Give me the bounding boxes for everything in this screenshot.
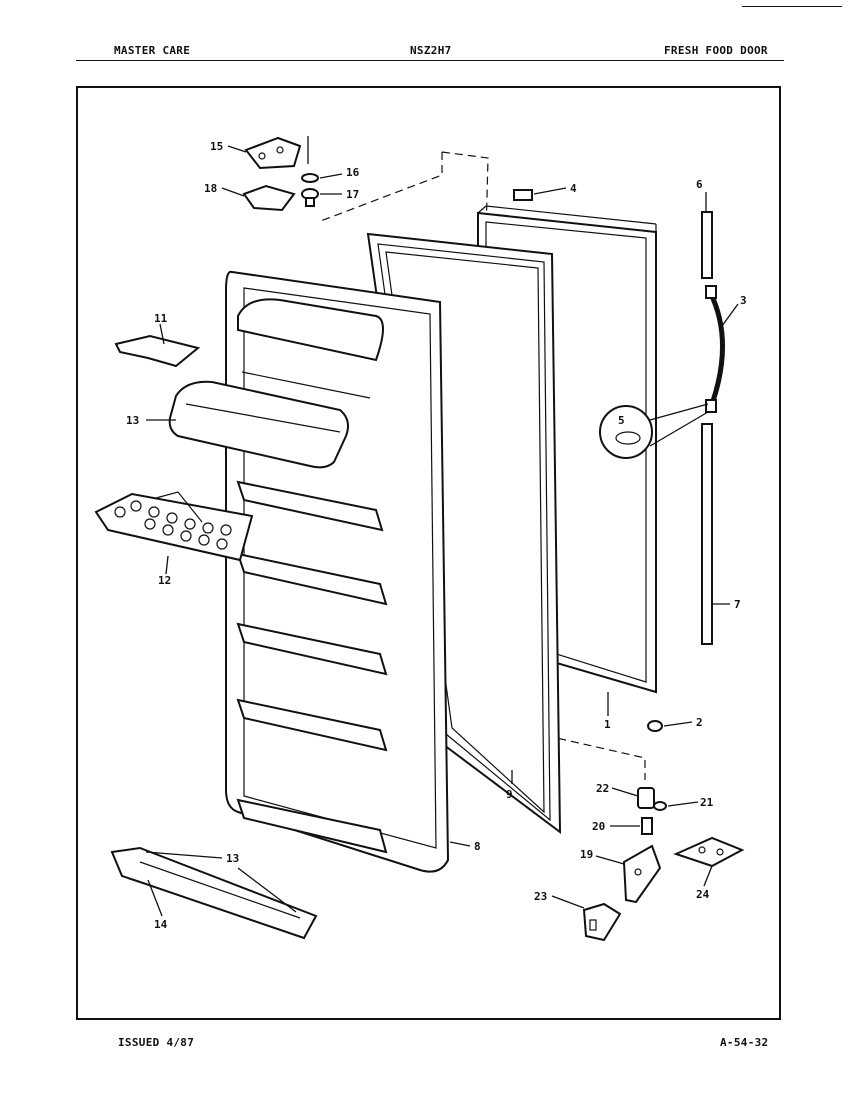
bottom-hinge-washer	[653, 801, 667, 811]
header-rule	[76, 60, 784, 61]
callout-labels: 15 16 17 18 4 6 3 5 7 1 2 9 8 11 13 12 1…	[126, 140, 747, 931]
callout-13-lower: 13	[226, 852, 239, 865]
callout-11: 11	[154, 312, 168, 325]
bottom-hinge-bracket	[622, 844, 662, 904]
diagram-frame	[76, 86, 781, 1020]
dairy-compartment-door	[168, 380, 349, 469]
callout-19: 19	[580, 848, 593, 861]
top-hinge	[244, 136, 309, 170]
callout-9: 9	[506, 788, 513, 801]
hinge-washer	[301, 173, 319, 183]
callout-18: 18	[204, 182, 217, 195]
callout-1: 1	[604, 718, 611, 731]
issued-date: ISSUED 4/87	[118, 1036, 195, 1049]
leader-lines	[145, 145, 739, 917]
section-title: FRESH FOOD DOOR	[664, 44, 768, 57]
callout-15: 15	[210, 140, 223, 153]
inner-door-liner	[225, 270, 450, 873]
callout-7: 7	[734, 598, 741, 611]
callout-14: 14	[154, 918, 168, 931]
callout-21: 21	[700, 796, 714, 809]
door-handle	[705, 285, 725, 413]
handle-trim-lower	[701, 423, 713, 645]
egg-cups	[114, 500, 232, 550]
bottom-rail	[110, 846, 318, 940]
hinge-bushing	[301, 188, 319, 207]
page-code: A-54-32	[720, 1036, 769, 1049]
callout-5: 5	[618, 414, 625, 427]
callout-16: 16	[346, 166, 360, 179]
top-edge-mark	[742, 6, 842, 7]
callout-2: 2	[696, 716, 703, 729]
brand-label: MASTER CARE	[114, 44, 191, 57]
handle-trim-upper	[701, 211, 713, 279]
bracket-part-11	[114, 334, 201, 368]
callout-8: 8	[474, 840, 481, 853]
callout-23: 23	[534, 890, 547, 903]
callout-13-upper: 13	[126, 414, 139, 427]
handle-screw-detail	[599, 403, 709, 459]
callout-3: 3	[740, 294, 747, 307]
hinge-shim	[242, 184, 296, 212]
model-number: NSZ2H7	[410, 44, 452, 57]
callout-6: 6	[696, 178, 703, 191]
spacer-bracket	[582, 902, 622, 942]
callout-17: 17	[346, 188, 359, 201]
egg-tray	[94, 491, 254, 562]
callout-24: 24	[696, 888, 710, 901]
callout-22: 22	[596, 782, 609, 795]
hinge-plate	[673, 836, 745, 868]
bottom-hinge-pin	[641, 817, 653, 835]
plug-button	[647, 720, 663, 732]
callout-20: 20	[592, 820, 605, 833]
door-plug	[513, 189, 533, 201]
callout-12: 12	[158, 574, 171, 587]
bottom-hinge-bushing	[637, 787, 655, 809]
callout-4: 4	[570, 182, 577, 195]
